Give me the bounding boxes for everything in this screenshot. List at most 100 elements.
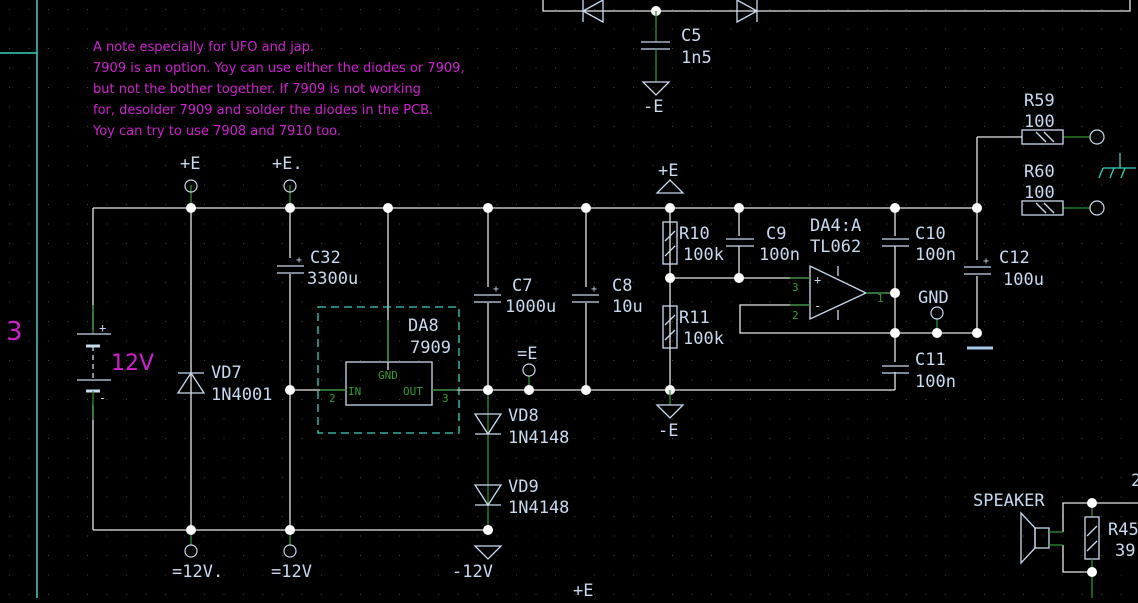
c5-value: 1n5 — [681, 48, 712, 68]
zone-label: 3 — [6, 317, 23, 347]
capacitor-c8[interactable]: + C8 10u — [572, 276, 643, 317]
diode-vd7[interactable]: VD7 1N4001 — [176, 363, 272, 405]
r11-value: 100k — [683, 329, 724, 349]
port-terminal-icon[interactable] — [522, 363, 536, 377]
r60-ref: R60 — [1024, 162, 1055, 182]
note-line-5: Yoy can try to use 7908 and 7910 too. — [92, 124, 341, 139]
port-plus-e-bottom: +E — [573, 581, 593, 598]
diode-vd9[interactable]: VD9 1N4148 — [473, 477, 569, 518]
plus-sign: + — [983, 256, 989, 267]
plus-sign: + — [296, 255, 302, 266]
c5-port-label: -E — [643, 97, 663, 117]
c11-ref: C11 — [915, 350, 946, 370]
r45-ref: R45 — [1108, 520, 1138, 540]
capacitor-c10[interactable]: C10 100n — [881, 224, 956, 265]
da8-pin3: 3 — [442, 392, 449, 405]
c11-value: 100n — [915, 372, 956, 392]
regulator-da8[interactable]: GND IN OUT 2 3 DA8 7909 — [317, 306, 460, 434]
plus-sign: + — [493, 284, 499, 295]
port-terminal-icon[interactable] — [1089, 200, 1105, 216]
port-terminal-icon[interactable] — [1089, 129, 1105, 145]
note-line-2: 7909 is an option. Yoy can use either th… — [93, 61, 465, 76]
c12-ref: C12 — [999, 248, 1030, 268]
ports: +E +E. =E =12V. =12V -12V +E +E -E GND — [172, 129, 1136, 601]
port-plus-e-dot: +E. — [272, 154, 303, 174]
c7-value: 1000u — [505, 297, 556, 317]
diode-right-icon — [736, 0, 759, 24]
capacitor-c7[interactable]: + C7 1000u — [474, 276, 556, 317]
resistor-r59[interactable]: R59 100 — [1021, 91, 1064, 145]
r45-value: 39 — [1115, 541, 1135, 561]
junctions — [186, 203, 982, 535]
r59-value: 100 — [1024, 112, 1055, 132]
c8-value: 10u — [612, 297, 643, 317]
r11-ref: R11 — [679, 308, 710, 328]
vd8-ref: VD8 — [508, 406, 539, 426]
plus-sign: + — [591, 284, 597, 295]
capacitor-c9[interactable]: C9 100n — [725, 224, 800, 265]
c8-ref: C8 — [612, 276, 632, 296]
resistor-r45[interactable]: R45 39 2 — [1084, 471, 1138, 598]
capacitor-c12[interactable]: + C12 100u — [964, 248, 1044, 290]
r59-ref: R59 — [1024, 91, 1055, 111]
minus-port-icon — [473, 545, 503, 560]
port-terminal-icon[interactable] — [184, 179, 198, 193]
da8-pin-out: OUT — [403, 385, 423, 398]
port-terminal-icon[interactable] — [184, 544, 198, 558]
da8-pin2: 2 — [329, 392, 336, 405]
battery-plus: + — [99, 321, 106, 335]
battery-label: 12V — [111, 351, 154, 376]
port-eq-12v-dot: =12V. — [172, 562, 223, 582]
vd7-ref: VD7 — [211, 363, 242, 383]
c5-ref: C5 — [681, 26, 701, 46]
offscreen-label: 2 — [1131, 471, 1138, 491]
da4-plus: + — [814, 273, 821, 287]
c9-value: 100n — [759, 245, 800, 265]
port-terminal-icon[interactable] — [283, 179, 297, 193]
port-minus-e-opamp: -E — [658, 421, 678, 441]
da8-pin-gnd: GND — [378, 369, 398, 382]
resistor-r11[interactable]: R11 100k — [662, 305, 724, 349]
da4-pin2: 2 — [792, 309, 799, 322]
resistor-r60[interactable]: R60 100 — [1021, 162, 1064, 216]
port-eq-e: =E — [517, 344, 537, 364]
da8-value: 7909 — [410, 338, 451, 358]
r10-ref: R10 — [679, 224, 710, 244]
opamp-da4a[interactable]: + - 3 2 1 DA4:A TL062 — [790, 216, 890, 322]
r10-value: 100k — [683, 245, 724, 265]
c32-value: 3300u — [307, 269, 358, 289]
note-line-4: for, desolder 7909 and solder the diodes… — [93, 103, 433, 118]
r60-value: 100 — [1024, 183, 1055, 203]
sheet-frame: 3 — [0, 0, 38, 598]
vd8-value: 1N4148 — [508, 428, 569, 448]
resistor-r10[interactable]: R10 100k — [662, 221, 724, 265]
capacitor-c32[interactable]: + C32 3300u — [277, 248, 358, 289]
diode-vd8[interactable]: VD8 1N4148 — [473, 406, 569, 448]
port-terminal-icon[interactable] — [283, 544, 297, 558]
top-diode-section: C5 1n5 -E — [542, 0, 1131, 117]
da4-value: TL062 — [810, 237, 861, 257]
battery-minus: - — [99, 391, 106, 405]
c7-ref: C7 — [512, 276, 532, 296]
vd7-value: 1N4001 — [211, 385, 272, 405]
chassis-ground-icon — [1098, 153, 1136, 179]
minus-port-icon — [655, 404, 685, 419]
da4-minus: - — [814, 299, 821, 313]
da4-pin3: 3 — [792, 281, 799, 294]
da4-ref: DA4:A — [810, 216, 861, 236]
note-line-1: A note especially for UFO and jap. — [93, 40, 314, 55]
c9-ref: C9 — [766, 224, 786, 244]
port-terminal-icon[interactable] — [930, 306, 944, 320]
speaker[interactable]: SPEAKER — [973, 491, 1138, 573]
port-plus-e: +E — [180, 154, 200, 174]
vd9-ref: VD9 — [508, 477, 539, 497]
main-wires — [92, 136, 1090, 545]
vd9-value: 1N4148 — [508, 498, 569, 518]
battery-12v[interactable]: + - 12V — [77, 305, 154, 420]
da8-ref: DA8 — [408, 316, 439, 336]
capacitor-c11[interactable]: C11 100n — [881, 350, 956, 392]
port-plus-e-opamp: +E — [658, 161, 678, 181]
